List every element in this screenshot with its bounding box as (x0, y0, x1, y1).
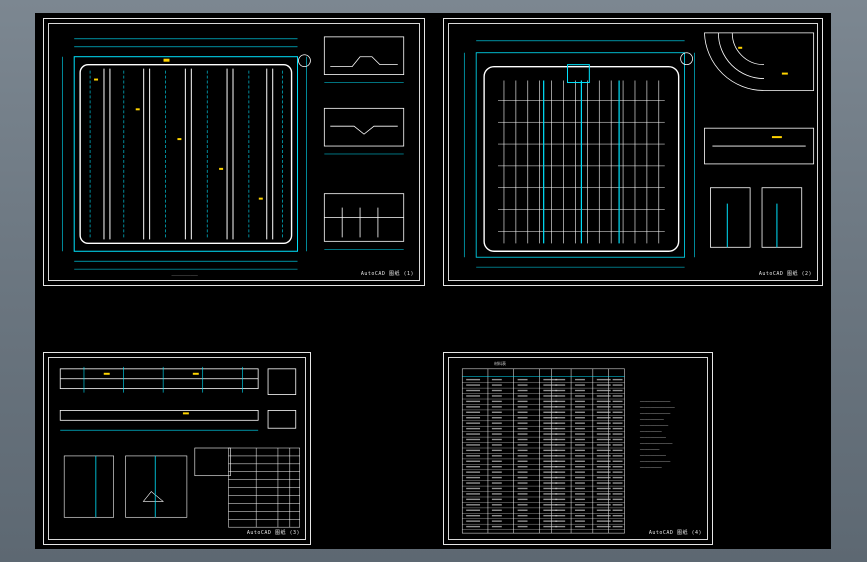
sheet-2-frame (448, 23, 818, 281)
svg-text:___________: ___________ (171, 271, 198, 276)
sheet-3-drawing (59, 366, 300, 528)
sheet-3-frame (48, 357, 306, 540)
sheet-4-title-block: AutoCAD 图纸 (4) (648, 530, 702, 536)
drawing-sheet-2[interactable]: AutoCAD 图纸 (2) (443, 18, 823, 286)
sheet-1-title-block: AutoCAD 图纸 (1) (360, 271, 414, 277)
sheet-1-drawing: ___________ (61, 36, 405, 276)
drawing-sheet-4[interactable]: 材料表 ────────────── ──────────────── ────… (443, 352, 713, 545)
cad-model-space[interactable]: ___________ AutoCAD 图纸 (1) (35, 13, 831, 549)
sheet-2-title-block: AutoCAD 图纸 (2) (758, 271, 812, 277)
sheet-4-notes: ────────────── ──────────────── ────────… (640, 400, 675, 470)
material-table-heading: 材料表 (494, 361, 506, 366)
drawing-sheet-1[interactable]: ___________ AutoCAD 图纸 (1) (43, 18, 425, 286)
sheet-4-frame (448, 357, 708, 540)
sheet-1-frame (48, 23, 420, 281)
sheet-2-drawing (463, 32, 815, 268)
sheet-3-title-block: AutoCAD 图纸 (3) (246, 530, 300, 536)
sheet-4-drawing (461, 368, 625, 534)
drawing-sheet-3[interactable]: AutoCAD 图纸 (3) (43, 352, 311, 545)
